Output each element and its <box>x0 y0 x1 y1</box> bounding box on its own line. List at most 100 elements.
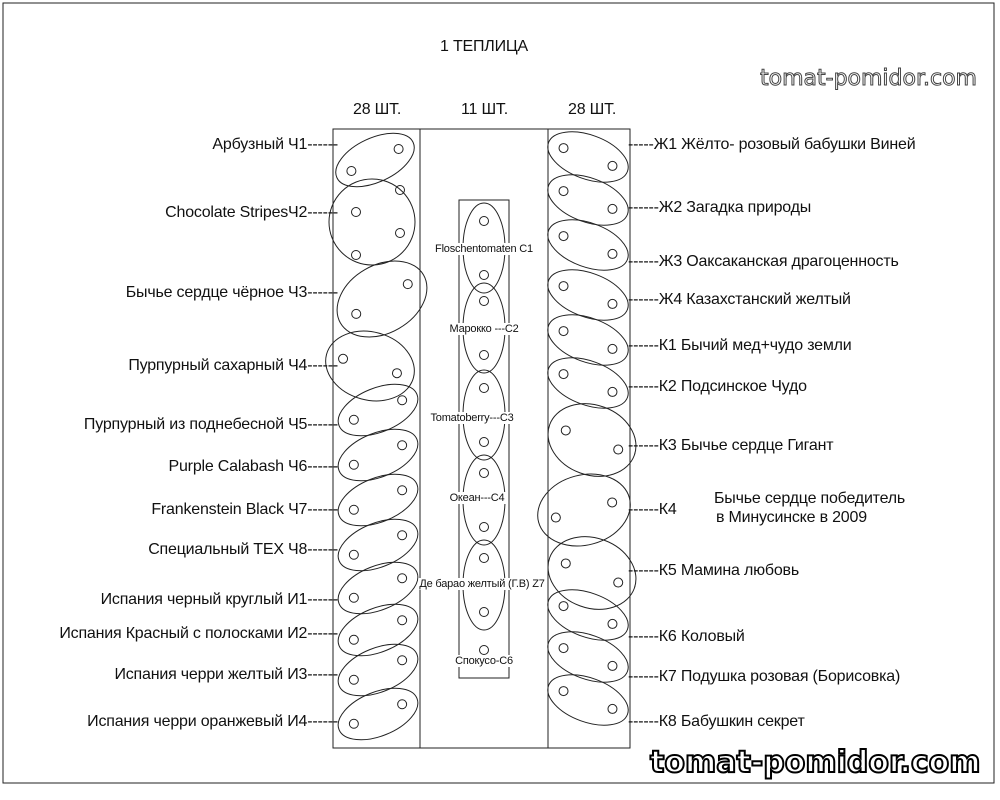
plant-hole-icon <box>558 281 569 292</box>
plant-hole-icon <box>558 231 569 242</box>
right-plant-ellipse <box>547 631 629 683</box>
left-plant-label: Арбузный Ч1------ <box>212 136 338 153</box>
right-plant-ellipse <box>547 357 629 409</box>
right-plant-label: ------К6 Коловый <box>628 628 745 645</box>
right-plant-label: ------К3 Бычье сердце Гигант <box>628 437 834 454</box>
plant-hole-icon <box>558 326 569 337</box>
right-plant-ellipse <box>547 174 629 226</box>
right-plant-label: ------К1 Бычий мед+чудо земли <box>628 337 852 354</box>
left-plant-ellipse <box>336 260 428 338</box>
plant-hole-icon <box>348 592 359 603</box>
right-plant-ellipse <box>547 314 629 366</box>
plant-hole-icon <box>560 558 571 569</box>
right-plant-label: ------Ж3 Оаксаканская драгоценность <box>628 253 899 270</box>
plant-hole-icon <box>348 414 359 425</box>
right-plant-ellipse <box>547 403 637 477</box>
left-plant-ellipse <box>337 428 419 482</box>
plant-hole-icon <box>560 425 571 436</box>
right-plant-ellipse <box>547 269 629 321</box>
left-plant-label: Испания черный круглый И1------ <box>100 591 339 608</box>
plant-hole-icon <box>558 643 569 654</box>
plant-hole-icon <box>479 270 489 280</box>
plant-hole-icon <box>402 279 413 290</box>
plant-hole-icon <box>558 186 569 197</box>
plant-hole-icon <box>346 166 357 177</box>
plant-hole-icon <box>351 207 361 217</box>
outer-frame <box>2 2 995 784</box>
bed-outline <box>332 128 631 749</box>
plant-hole-icon <box>397 530 408 541</box>
right-plant-label: ------К2 Подсинское Чудо <box>628 378 807 395</box>
right-plant-label: -----Ж1 Жёлто- розовый бабушки Виней <box>628 136 916 153</box>
left-plant-ellipse <box>337 643 419 697</box>
left-plant-ellipse <box>337 603 419 657</box>
plant-hole-icon <box>558 686 569 697</box>
center-plant-label: Океан---С4 <box>448 492 506 504</box>
plant-hole-icon <box>348 634 359 645</box>
plant-hole-icon <box>397 573 408 584</box>
left-plant-label: Chocolate StripesЧ2------ <box>165 204 338 221</box>
plant-hole-icon <box>348 718 359 729</box>
plant-hole-icon <box>479 296 489 306</box>
plant-hole-icon <box>607 160 618 171</box>
watermark-logo: tomat-pomidor.com <box>649 745 982 781</box>
plant-hole-icon <box>395 185 405 195</box>
plant-hole-icon <box>348 549 359 560</box>
plant-hole-icon <box>397 440 408 451</box>
left-plant-ellipse <box>325 330 415 402</box>
plant-hole-icon <box>479 553 489 563</box>
plant-hole-icon <box>397 615 408 626</box>
plant-hole-icon <box>558 601 569 612</box>
plant-hole-icon <box>479 383 489 393</box>
plant-hole-icon <box>397 395 408 406</box>
plant-hole-icon <box>607 343 618 354</box>
plant-hole-icon <box>351 250 361 260</box>
plant-hole-icon <box>607 660 618 671</box>
plant-hole-icon <box>348 459 359 470</box>
left-plant-label: Frankenstein Black Ч7------ <box>151 501 338 518</box>
plant-hole-icon <box>479 522 489 532</box>
right-plant-ellipse <box>547 674 629 726</box>
plant-hole-icon <box>607 298 618 309</box>
plant-hole-icon <box>558 369 569 380</box>
left-plant-label: Испания черри оранжевый И4------ <box>87 713 338 730</box>
left-plant-label: Специальный ТЕХ Ч8------ <box>148 541 338 558</box>
left-plant-label: Испания черри желтый И3------ <box>114 666 338 683</box>
left-plant-label: Purple Calabash Ч6------ <box>168 458 339 475</box>
right-plant-label: ------К5 Мамина любовь <box>628 562 799 579</box>
plant-hole-icon <box>607 248 618 259</box>
center-plant-label: Де барао желтый (Г.В) Z7 <box>418 578 546 590</box>
left-plant-circle <box>328 178 416 266</box>
left-plant-label: Пурпурный из поднебесной Ч5------ <box>83 416 338 433</box>
left-plant-ellipse <box>337 687 419 741</box>
right-plant-ellipse <box>547 219 629 271</box>
k4-description-line1: Бычье сердце победитель <box>714 490 906 507</box>
plant-hole-icon <box>479 437 489 447</box>
plant-hole-icon <box>607 386 618 397</box>
center-bed-count: 11 ШТ. <box>461 101 508 118</box>
right-plant-label: ------К8 Бабушкин секрет <box>628 713 805 730</box>
plant-hole-icon <box>479 645 489 655</box>
center-row-box <box>458 199 510 679</box>
right-plant-ellipse <box>547 536 637 610</box>
plant-hole-icon <box>550 512 561 523</box>
plant-hole-icon <box>391 368 402 379</box>
center-plant-label: Марокко ---С2 <box>448 323 520 335</box>
left-plant-ellipse <box>337 473 419 527</box>
plant-hole-icon <box>607 703 618 714</box>
right-bed-count: 28 ШТ. <box>568 101 617 118</box>
left-plant-label: Бычье сердце чёрное Ч3------ <box>125 284 338 301</box>
right-plant-label: ------К4 <box>628 501 677 518</box>
plant-hole-icon <box>479 350 489 360</box>
plant-hole-icon <box>607 497 618 508</box>
center-plant-label: Tomatoberry---С3 <box>429 412 515 424</box>
plant-hole-icon <box>351 308 362 319</box>
right-plant-ellipse <box>537 473 631 547</box>
greenhouse-title: 1 ТЕПЛИЦА <box>440 38 528 55</box>
plant-hole-icon <box>397 485 408 496</box>
plant-hole-icon <box>395 228 405 238</box>
plant-hole-icon <box>479 607 489 617</box>
plant-hole-icon <box>348 674 359 685</box>
k4-description-line2: в Минусинске в 2009 <box>716 509 867 526</box>
